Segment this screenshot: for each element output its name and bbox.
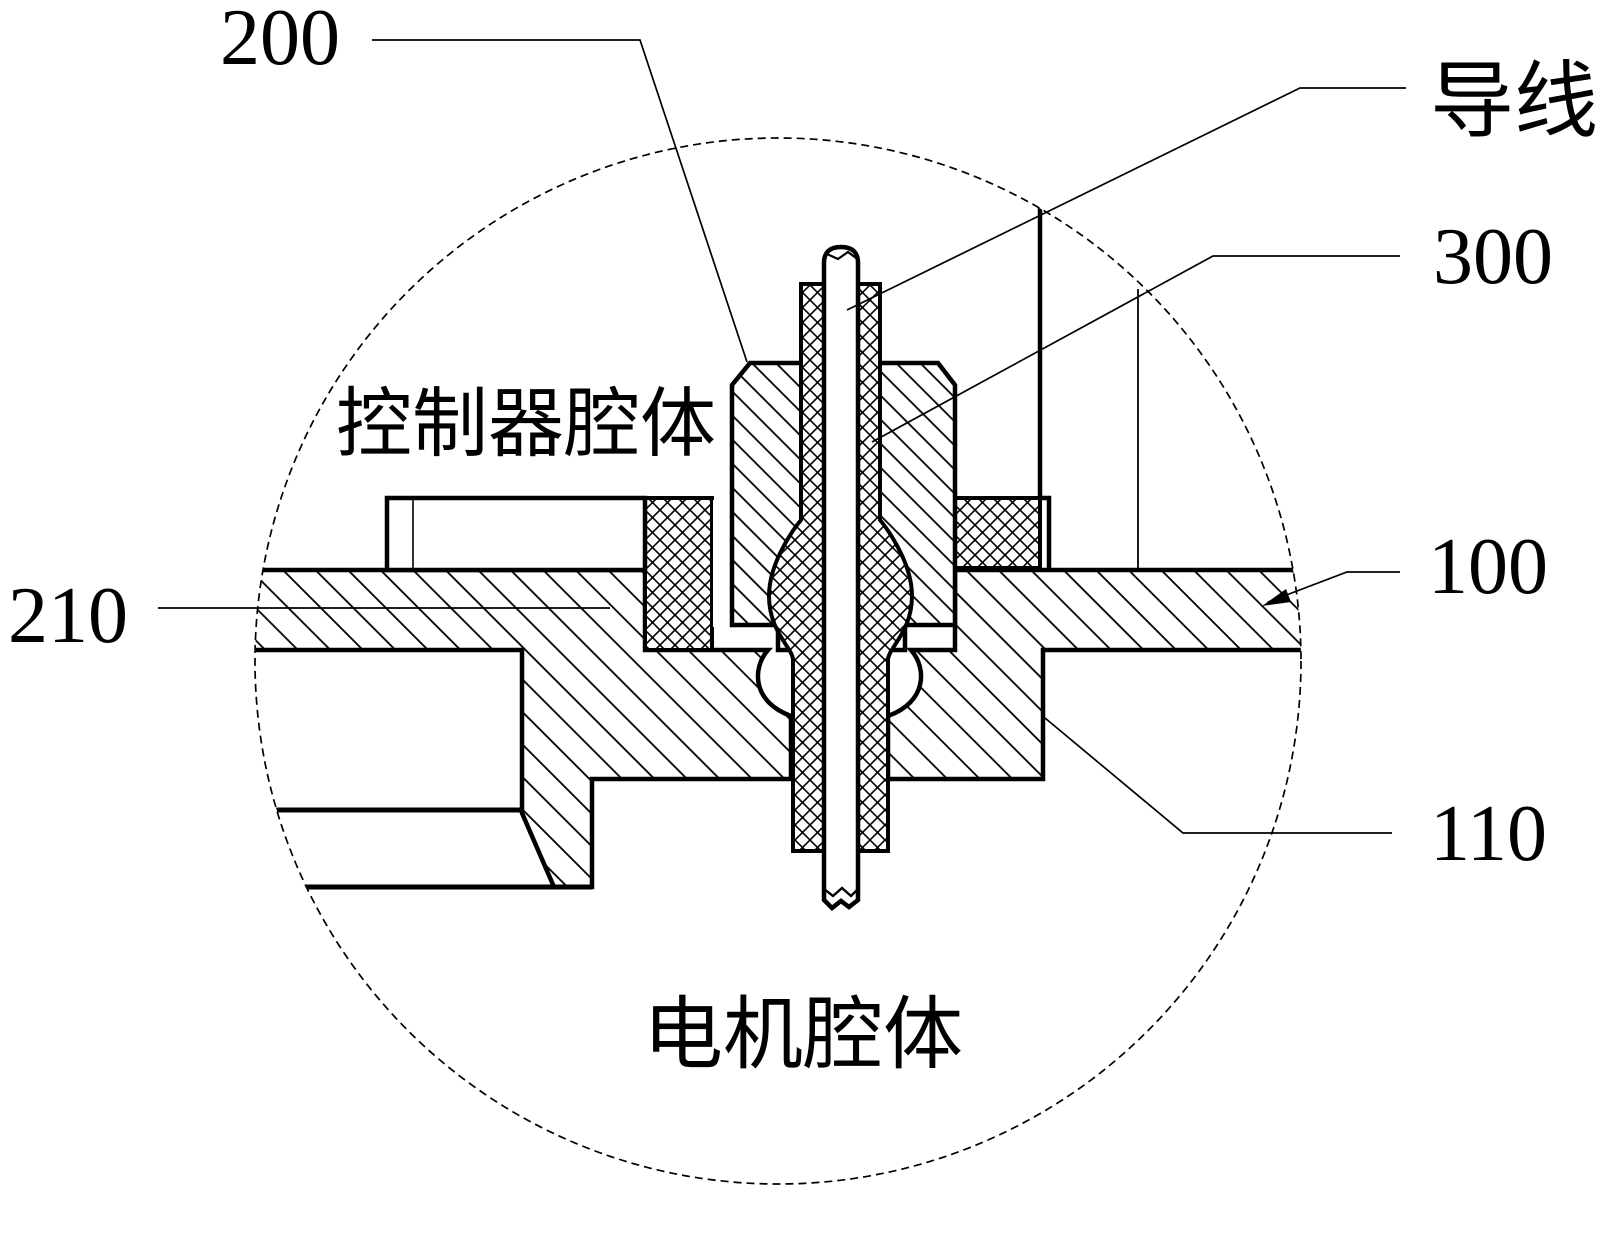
label-wire: 导线 <box>1430 56 1598 149</box>
leader-100 <box>1267 571 1400 603</box>
housing-wall-left <box>255 567 794 890</box>
collar-gap <box>713 500 731 627</box>
collar-left <box>643 496 714 652</box>
detail-circle <box>254 137 1302 1185</box>
sectioned-parts <box>255 205 1301 911</box>
label-motor-cavity: 电机腔体 <box>643 992 963 1080</box>
leader-300 <box>871 255 1400 443</box>
wire-break-mark <box>823 886 859 898</box>
cavity-wall-edge-thick <box>1037 205 1052 568</box>
leader-lines <box>158 39 1406 834</box>
label-100: 100 <box>1428 523 1548 611</box>
label-200: 200 <box>220 0 340 82</box>
leader-wire <box>846 87 1406 311</box>
label-110: 110 <box>1430 790 1547 878</box>
label-controller-cavity: 控制器腔体 <box>336 383 716 467</box>
component-block <box>384 495 648 573</box>
leader-100-arrowhead <box>1262 589 1291 606</box>
leader-110 <box>1044 717 1392 834</box>
collar-right <box>953 496 1042 570</box>
housing-wall-right-boss <box>885 567 1301 782</box>
label-210: 210 <box>8 572 128 660</box>
label-300: 300 <box>1433 213 1553 301</box>
wire-top-cut-mark <box>826 250 857 261</box>
leader-200 <box>372 39 748 363</box>
wire <box>821 244 861 911</box>
